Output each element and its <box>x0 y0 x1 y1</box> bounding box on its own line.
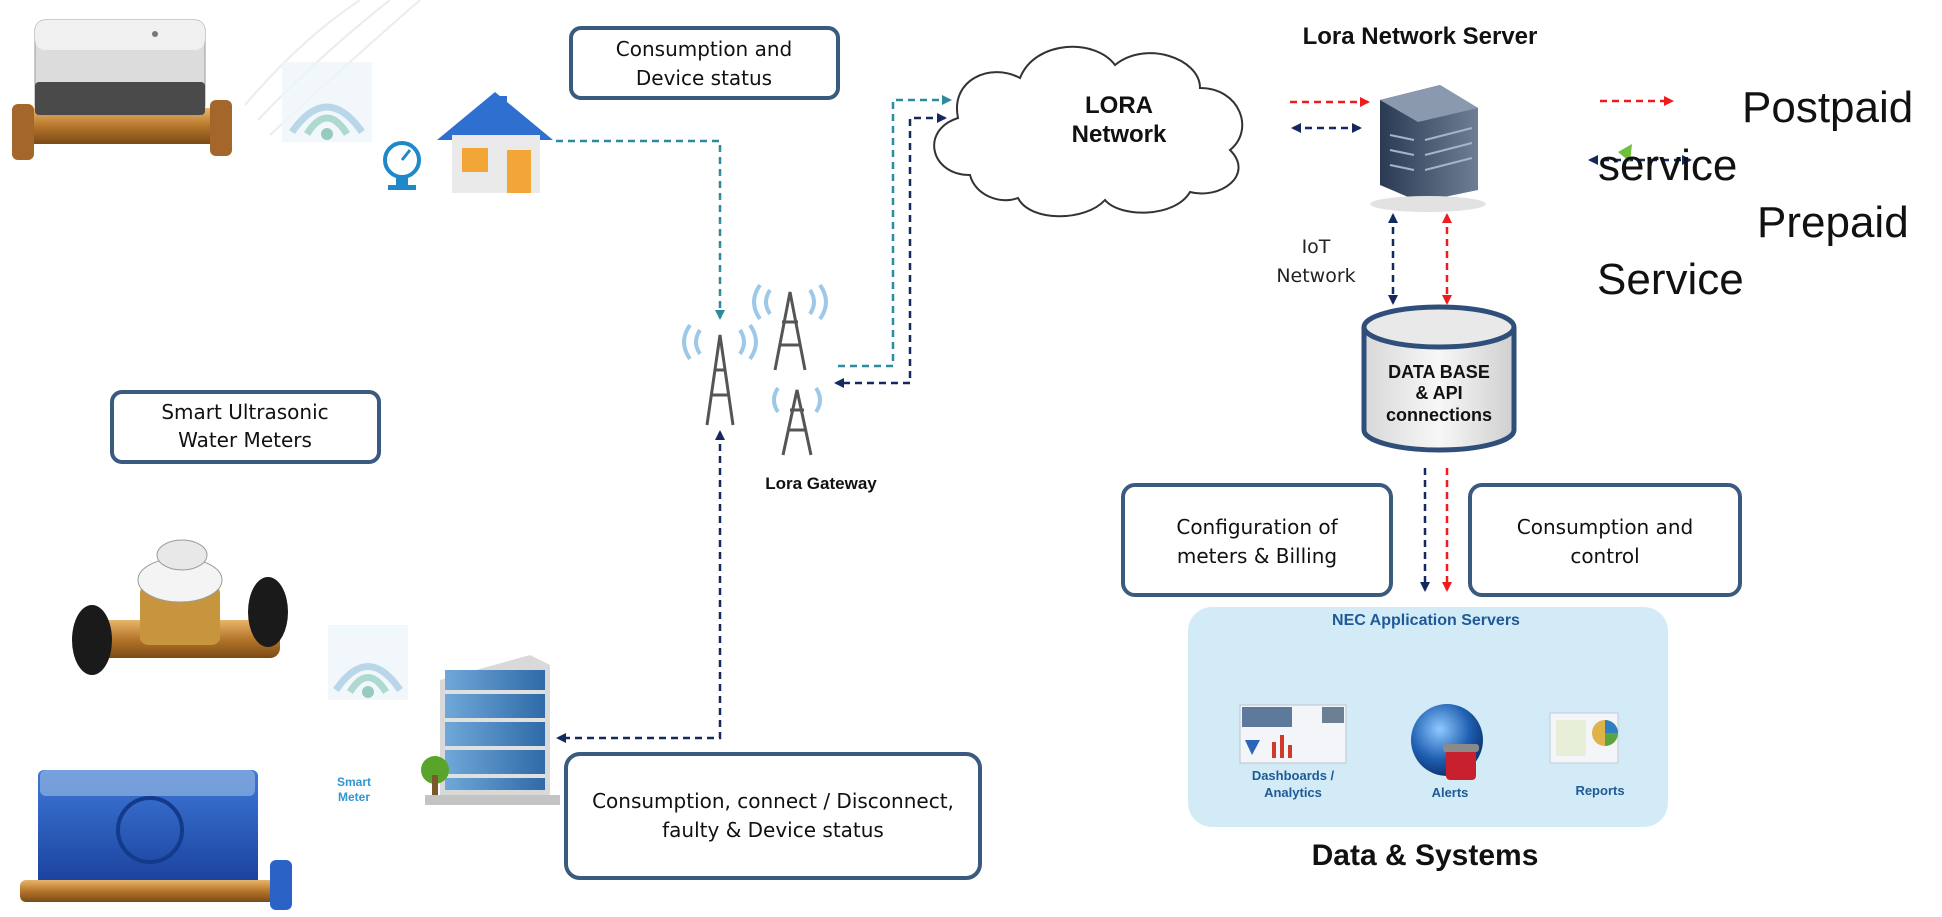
arrow-cloud-to-gateway-navy <box>834 113 947 388</box>
wifi-signal-icon <box>282 62 372 142</box>
box-config-billing: Configuration of meters & Billing <box>1121 483 1393 597</box>
iot-network-label-line2: Network <box>1276 265 1355 287</box>
smart-water-meter-image-top <box>12 19 232 160</box>
smart-meter-label-line1: Smart <box>337 775 371 789</box>
box-consumption-device-status: Consumption and Device status <box>569 26 840 100</box>
box-label-line: control <box>1570 544 1639 568</box>
legend-postpaid-label: Postpaid <box>1742 83 1913 132</box>
legend-service-label-2: Service <box>1597 255 1744 304</box>
dashboard-analytics-icon <box>1239 704 1347 764</box>
smart-meter-label-line2: Meter <box>338 790 370 804</box>
box-consumption-control: Consumption and control <box>1468 483 1742 597</box>
lora-network-label-line1: LORA <box>1085 92 1153 119</box>
lora-network-server-label: Lora Network Server <box>1303 23 1538 50</box>
reports-label: Reports <box>1575 783 1624 798</box>
database-label-line2: & API <box>1415 383 1462 403</box>
database-cylinder <box>1361 304 1517 453</box>
wifi-signal-icon <box>328 625 408 700</box>
lora-network-label-line2: Network <box>1072 121 1167 148</box>
smart-water-meter-image-mechanical <box>72 539 288 675</box>
box-label-line: faulty & Device status <box>662 818 884 842</box>
legend-service-label-1: service <box>1598 141 1737 190</box>
box-label-line: meters & Billing <box>1177 544 1337 568</box>
arrow-gateway-building <box>556 430 725 743</box>
legend-prepaid-label: Prepaid <box>1757 198 1909 247</box>
database-label-line3: connections <box>1386 405 1492 425</box>
box-label-line: Consumption and <box>1517 515 1693 539</box>
box-smart-ultrasonic: Smart Ultrasonic Water Meters <box>110 390 381 464</box>
box-label-line: Smart Ultrasonic <box>161 400 328 424</box>
arrow-gateway-to-cloud-teal <box>838 95 952 368</box>
nec-app-servers-title: NEC Application Servers <box>1332 612 1520 629</box>
signal-waves <box>682 283 828 414</box>
database-label-line1: DATA BASE <box>1388 362 1490 382</box>
lora-network-cloud <box>933 45 1244 218</box>
dashboards-label-line1: Dashboards / <box>1252 768 1335 783</box>
lora-gateway-towers <box>705 291 813 456</box>
box-label-line: Water Meters <box>178 428 312 452</box>
box-label-line: Device status <box>636 66 772 90</box>
gauge-icon <box>383 141 421 190</box>
building-icon <box>421 655 560 805</box>
smart-water-meter-image-blue <box>20 770 292 910</box>
dashboards-label-line2: Analytics <box>1264 785 1322 800</box>
data-systems-label: Data & Systems <box>1312 839 1539 872</box>
alerts-icon <box>1411 704 1483 780</box>
alerts-label: Alerts <box>1432 785 1469 800</box>
box-consumption-connect: Consumption, connect / Disconnect, fault… <box>564 752 982 880</box>
connector-arrows <box>556 95 1692 743</box>
box-label-line: Consumption and <box>616 37 792 61</box>
legend-green-marker <box>1618 144 1632 162</box>
box-label-line: Configuration of <box>1176 515 1338 539</box>
reports-icon <box>1549 712 1619 764</box>
arrow-house-to-gateway <box>556 139 725 320</box>
lora-gateway-label: Lora Gateway <box>765 474 877 493</box>
network-server-icon <box>1370 85 1486 212</box>
box-label-line: Consumption, connect / Disconnect, <box>592 789 954 813</box>
house-icon <box>437 92 553 193</box>
iot-network-label-line1: IoT <box>1302 236 1331 258</box>
